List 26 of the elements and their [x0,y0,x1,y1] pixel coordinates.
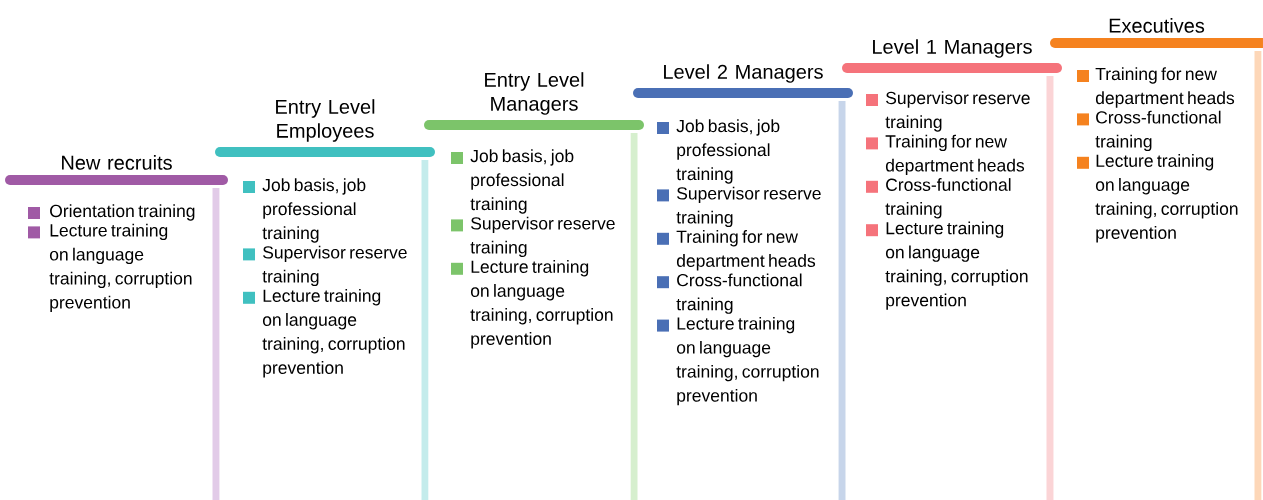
bullet-item: Training for new department heads [657,230,816,271]
bullet-item: Job basis, job professional training [451,149,574,214]
bullet-item: Training for new department heads [1077,67,1235,108]
column-heading: Entry Level Employees [276,99,375,142]
bullet-item: Lecture training on language training, corruption prevention [657,316,819,406]
bullet-item: Supervisor reserve training [657,186,821,228]
column-heading: Entry Level Managers [485,72,584,115]
bullet-item: Lecture training on language training, corruption prevention [28,223,192,313]
bullet-item: Training for new department heads [866,134,1025,176]
column-heading: Level 2 Managers [664,64,823,83]
bullet-item: Lecture training on language training, corruption prevention [1077,154,1238,243]
bullet-item: Job basis, job professional training [657,119,780,184]
column-heading: New recruits [62,155,172,170]
column-heading: Executives [1109,18,1205,33]
bullet-item: Cross-functional training [866,178,1011,219]
bullet-item: Lecture training on language training, corruption prevention [243,289,405,378]
bullet-item: Orientation training [28,204,195,221]
column-heading: Level 1 Managers [873,39,1032,58]
bullet-item: Supervisor reserve training [451,216,615,258]
bullet-item: Lecture training on language training, corruption prevention [866,221,1028,310]
bullet-item: Lecture training on language training, corruption prevention [451,260,613,349]
bullet-item: Supervisor reserve training [243,245,407,287]
bullet-item: Cross-functional training [1077,110,1221,152]
bullet-item: Supervisor reserve training [866,91,1030,132]
bullet-item: Cross-functional training [657,273,802,314]
bullet-item: Job basis, job professional training [243,178,366,243]
